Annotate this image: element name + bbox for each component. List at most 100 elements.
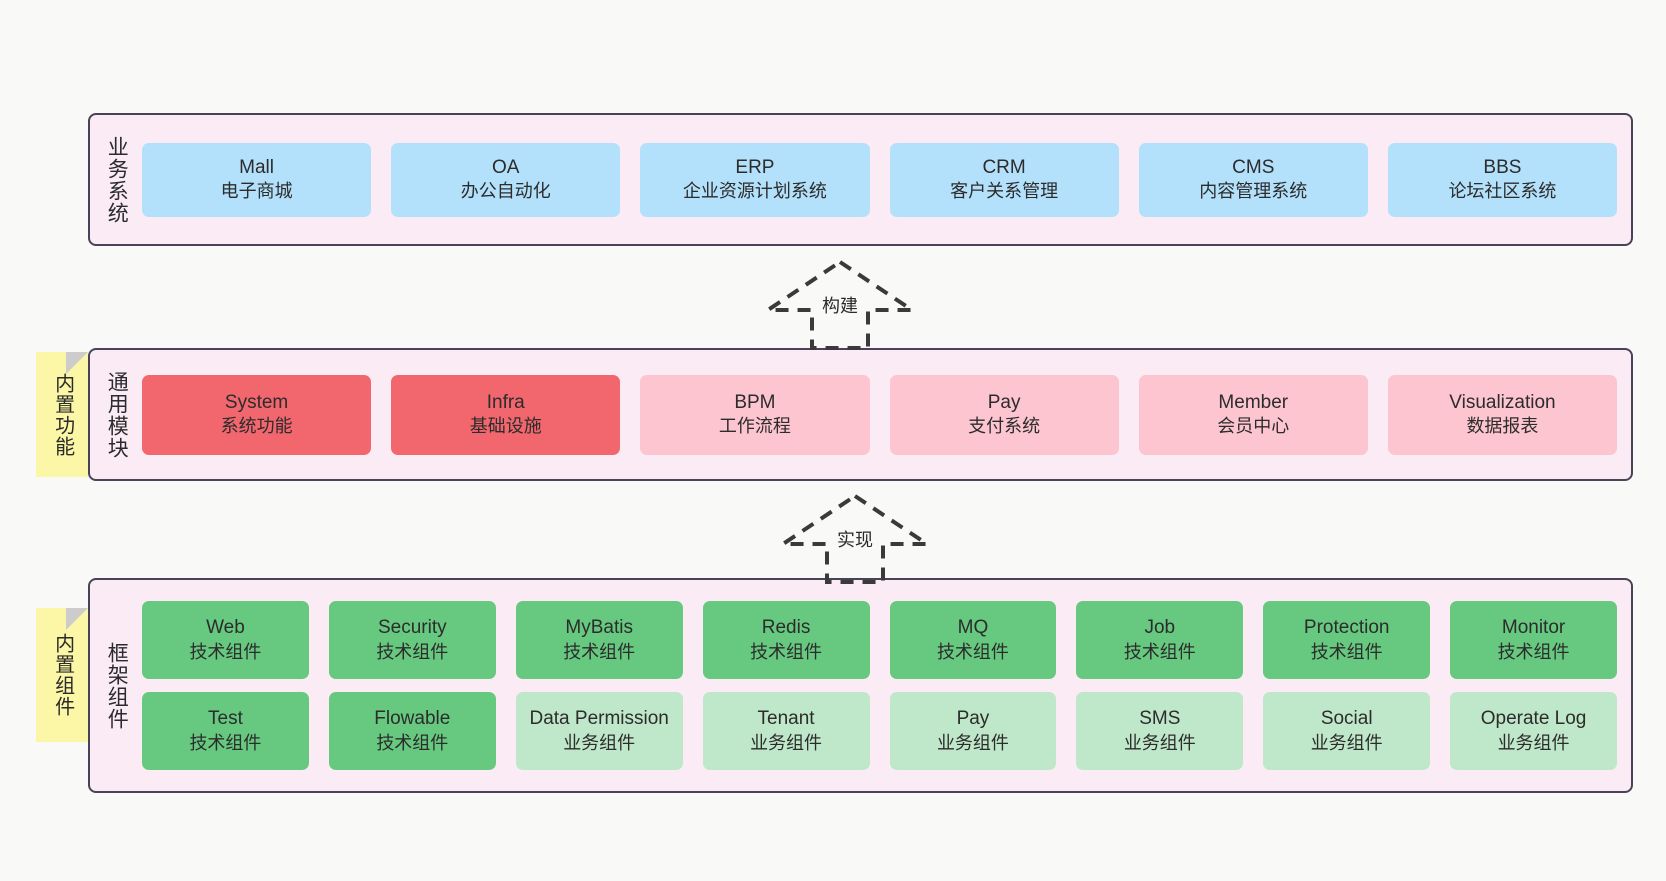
card-title-cn: 客户关系管理	[950, 181, 1059, 202]
note-builtin-function: 内置功能	[36, 352, 88, 477]
card-social[interactable]: Social 业务组件	[1263, 692, 1431, 770]
card-flowable[interactable]: Flowable 技术组件	[328, 692, 496, 770]
card-row: System 系统功能 Infra 基础设施 BPM 工作流程 Pay 支付系统…	[142, 374, 1618, 455]
card-title-en: MQ	[957, 617, 989, 639]
note-label: 内置组件	[51, 633, 74, 717]
layer-body-common: System 系统功能 Infra 基础设施 BPM 工作流程 Pay 支付系统…	[142, 350, 1631, 479]
card-protection[interactable]: Protection 技术组件	[1263, 601, 1431, 679]
card-system[interactable]: System 系统功能	[142, 374, 372, 455]
layer-title-common: 通用模块	[105, 370, 129, 459]
card-security[interactable]: Security 技术组件	[328, 601, 496, 679]
arrow-label-build: 构建	[822, 296, 858, 316]
layer-framework-component: 框架组件 Web 技术组件 Security 技术组件 MyBatis 技术组件…	[88, 578, 1633, 793]
card-title-en: BPM	[734, 391, 776, 413]
card-title-en: Infra	[486, 391, 525, 413]
card-title-cn: 业务组件	[1497, 732, 1570, 753]
card-title-cn: 基础设施	[469, 416, 542, 437]
layer-title-business: 业务系统	[105, 135, 129, 224]
arrow-build: 构建	[760, 256, 920, 351]
card-sms[interactable]: SMS 业务组件	[1076, 692, 1244, 770]
generalization-arrow-icon	[761, 259, 919, 350]
card-title-cn: 技术组件	[189, 641, 262, 662]
card-title-cn: 业务组件	[936, 732, 1009, 753]
card-title-en: Web	[206, 617, 245, 639]
card-title-cn: 技术组件	[376, 732, 449, 753]
card-title-en: Test	[208, 708, 243, 730]
card-title-cn: 技术组件	[750, 641, 823, 662]
card-pay[interactable]: Pay 支付系统	[889, 374, 1119, 455]
arrow-implement: 实现	[775, 490, 935, 585]
card-title-en: CMS	[1232, 156, 1275, 178]
card-mybatis[interactable]: MyBatis 技术组件	[515, 601, 683, 679]
card-title-cn: 企业资源计划系统	[682, 181, 827, 202]
card-title-en: Flowable	[374, 708, 451, 730]
card-title-en: CRM	[982, 156, 1026, 178]
card-title-cn: 技术组件	[1310, 641, 1383, 662]
card-test[interactable]: Test 技术组件	[142, 692, 309, 770]
card-monitor[interactable]: Monitor 技术组件	[1450, 601, 1617, 679]
layer-common-module: 通用模块 System 系统功能 Infra 基础设施 BPM 工作流程 Pay…	[88, 348, 1633, 481]
card-data-permission[interactable]: Data Permission 业务组件	[515, 692, 683, 770]
card-mall[interactable]: Mall 电子商城	[142, 142, 372, 217]
card-title-cn: 系统功能	[220, 416, 293, 437]
card-title-en: Member	[1218, 391, 1289, 413]
card-title-en: Data Permission	[529, 708, 669, 730]
card-row: Web 技术组件 Security 技术组件 MyBatis 技术组件 Redi…	[142, 601, 1617, 679]
card-title-cn: 业务组件	[1123, 732, 1196, 753]
card-job[interactable]: Job 技术组件	[1076, 601, 1244, 679]
card-pay-biz[interactable]: Pay 业务组件	[889, 692, 1057, 770]
card-oa[interactable]: OA 办公自动化	[391, 142, 621, 217]
card-title-cn: 技术组件	[1123, 641, 1196, 662]
layer-business-system: 业务系统 Mall 电子商城 OA 办公自动化 ERP 企业资源计划系统 CRM…	[88, 113, 1633, 246]
card-title-cn: 工作流程	[718, 416, 791, 437]
card-title-en: Mall	[239, 156, 274, 178]
card-crm[interactable]: CRM 客户关系管理	[889, 142, 1119, 217]
layer-body-framework: Web 技术组件 Security 技术组件 MyBatis 技术组件 Redi…	[142, 580, 1631, 791]
card-title-en: Visualization	[1449, 391, 1556, 413]
card-title-cn: 内容管理系统	[1199, 181, 1308, 202]
card-redis[interactable]: Redis 技术组件	[702, 601, 870, 679]
card-erp[interactable]: ERP 企业资源计划系统	[640, 142, 870, 217]
card-tenant[interactable]: Tenant 业务组件	[702, 692, 870, 770]
card-member[interactable]: Member 会员中心	[1138, 374, 1368, 455]
card-title-cn: 会员中心	[1217, 416, 1290, 437]
card-title-cn: 技术组件	[376, 641, 449, 662]
card-visualization[interactable]: Visualization 数据报表	[1387, 374, 1618, 455]
card-title-cn: 电子商城	[220, 181, 293, 202]
card-title-en: Social	[1320, 708, 1373, 730]
card-title-cn: 业务组件	[750, 732, 823, 753]
layer-title-framework: 框架组件	[105, 641, 129, 730]
arrow-label-implement: 实现	[837, 530, 873, 550]
card-row: Mall 电子商城 OA 办公自动化 ERP 企业资源计划系统 CRM 客户关系…	[142, 142, 1618, 217]
card-mq[interactable]: MQ 技术组件	[889, 601, 1057, 679]
card-bpm[interactable]: BPM 工作流程	[640, 374, 870, 455]
card-title-cn: 技术组件	[1497, 641, 1570, 662]
card-title-en: Monitor	[1501, 617, 1566, 639]
card-title-cn: 数据报表	[1466, 416, 1539, 437]
card-operate-log[interactable]: Operate Log 业务组件	[1450, 692, 1617, 770]
card-title-cn: 技术组件	[189, 732, 262, 753]
card-title-en: System	[224, 391, 289, 413]
card-title-cn: 论坛社区系统	[1448, 181, 1557, 202]
card-title-en: Pay	[987, 391, 1021, 413]
card-title-en: Tenant	[757, 708, 815, 730]
card-title-en: BBS	[1483, 156, 1522, 178]
card-title-en: Redis	[761, 617, 811, 639]
note-label: 内置功能	[51, 372, 74, 457]
note-builtin-component: 内置组件	[36, 608, 88, 742]
card-web[interactable]: Web 技术组件	[142, 601, 309, 679]
card-title-en: ERP	[735, 156, 775, 178]
card-title-cn: 业务组件	[1310, 732, 1383, 753]
card-title-en: Security	[377, 617, 447, 639]
card-title-cn: 办公自动化	[460, 181, 551, 202]
card-title-en: MyBatis	[565, 617, 633, 639]
card-cms[interactable]: CMS 内容管理系统	[1138, 142, 1368, 217]
generalization-arrow-icon	[776, 493, 934, 584]
card-title-en: SMS	[1139, 708, 1181, 730]
layer-body-business: Mall 电子商城 OA 办公自动化 ERP 企业资源计划系统 CRM 客户关系…	[142, 115, 1631, 244]
card-infra[interactable]: Infra 基础设施	[391, 374, 621, 455]
card-bbs[interactable]: BBS 论坛社区系统	[1387, 142, 1618, 217]
card-title-en: OA	[492, 156, 520, 178]
card-title-en: Operate Log	[1480, 708, 1587, 730]
